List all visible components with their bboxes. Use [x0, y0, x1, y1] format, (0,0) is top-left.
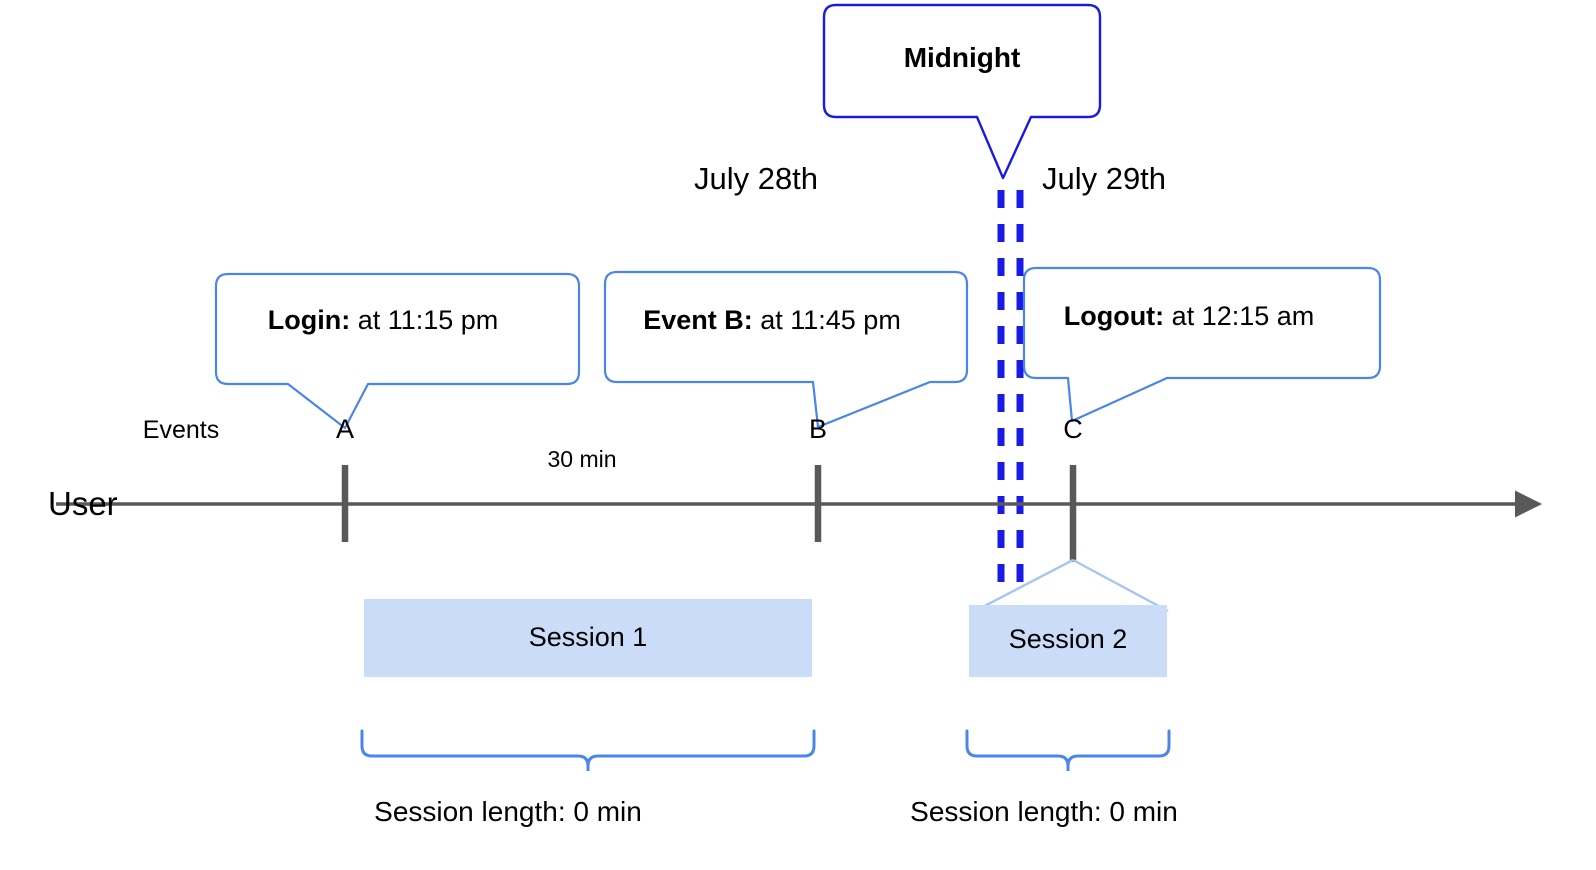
login-callout-text: Login: at 11:15 pm — [268, 307, 499, 334]
marker-label-b: B — [808, 414, 828, 444]
session-2-label: Session 2 — [1008, 624, 1128, 654]
login-callout-bold: Login: — [267, 305, 351, 335]
event-b-callout-text: Event B: at 11:45 pm — [643, 307, 901, 334]
midnight-divider-lines — [997, 190, 1024, 582]
date-label-left: July 28th — [693, 161, 819, 196]
user-row-label: User — [48, 485, 118, 522]
event-b-callout-shape — [603, 270, 969, 429]
date-label-right: July 29th — [1041, 161, 1167, 196]
event-tick-marks — [341, 465, 1077, 562]
login-callout-rest: at 11:15 pm — [350, 305, 499, 335]
session-2-bar — [969, 605, 1167, 677]
midnight-callout-label: Midnight — [903, 42, 1021, 73]
marker-label-c: C — [1063, 414, 1083, 444]
session-1-length-label: Session length: 0 min — [374, 796, 642, 827]
session-2-brace — [965, 729, 1171, 771]
session-1-label: Session 1 — [528, 622, 648, 652]
session-bars — [364, 599, 1167, 677]
session-2-length-label: Session length: 0 min — [910, 796, 1178, 827]
event-b-callout-rest: at 11:45 pm — [752, 305, 901, 335]
logout-callout-shape — [1022, 266, 1382, 423]
session-2-funnel — [974, 558, 1169, 613]
events-row-label: Events — [142, 416, 220, 444]
midnight-callout-shape — [822, 3, 1102, 180]
session-1-brace — [360, 729, 816, 771]
logout-callout-bold: Logout: — [1063, 301, 1165, 331]
logout-callout-text: Logout: at 12:15 am — [1064, 303, 1315, 330]
session-1-bar — [364, 599, 812, 677]
event-b-callout-bold: Event B: — [643, 305, 753, 335]
login-callout-shape — [214, 272, 581, 430]
logout-callout-rest: at 12:15 am — [1164, 301, 1315, 331]
gap-duration-label: 30 min — [547, 446, 617, 472]
marker-label-a: A — [335, 414, 355, 444]
